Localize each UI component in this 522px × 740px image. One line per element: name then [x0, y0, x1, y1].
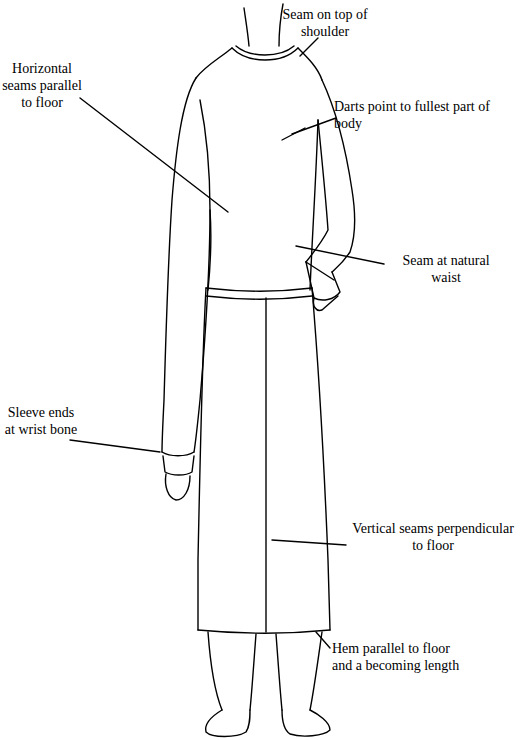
- hand: [165, 474, 190, 500]
- hand: [313, 296, 338, 310]
- bodice-side: [208, 210, 211, 290]
- leader-line: [80, 98, 228, 212]
- callout-label: Hem parallel to floor and a becoming len…: [332, 640, 462, 674]
- leg: [310, 632, 322, 710]
- leader-line: [316, 632, 330, 648]
- bodice-side: [310, 120, 318, 290]
- leg: [250, 634, 256, 710]
- neck-line: [279, 4, 283, 46]
- callout-label: Horizontal seams parallel to floor: [2, 60, 82, 111]
- callout-label: Darts point to fullest part of body: [334, 98, 504, 132]
- shoe: [206, 710, 250, 737]
- center-seam: [265, 298, 266, 632]
- leader-line: [70, 440, 160, 452]
- leg: [208, 632, 222, 710]
- collar: [236, 46, 294, 55]
- shoulder: [196, 48, 232, 78]
- leader-line: [272, 540, 346, 545]
- leader-line: [292, 118, 336, 134]
- cuff: [163, 456, 194, 475]
- collar: [232, 48, 298, 60]
- callout-label: Vertical seams perpendicular to floor: [348, 520, 518, 554]
- callout-label: Seam on top of shoulder: [270, 6, 380, 40]
- leader-line: [300, 38, 318, 56]
- skirt-side: [312, 288, 330, 630]
- callout-label: Seam at natural waist: [386, 252, 506, 286]
- waist-seam: [206, 288, 312, 291]
- callout-label: Sleeve ends at wrist bone: [2, 404, 80, 438]
- sleeve-hem: [162, 452, 194, 456]
- leg: [276, 634, 282, 710]
- waistband: [206, 296, 312, 299]
- skirt-side: [198, 288, 206, 630]
- neck-line: [244, 8, 249, 46]
- skirt-hem: [198, 630, 330, 633]
- shoe: [282, 710, 330, 736]
- leader-line: [296, 246, 384, 264]
- left-sleeve: [162, 78, 196, 452]
- shoulder: [298, 48, 322, 80]
